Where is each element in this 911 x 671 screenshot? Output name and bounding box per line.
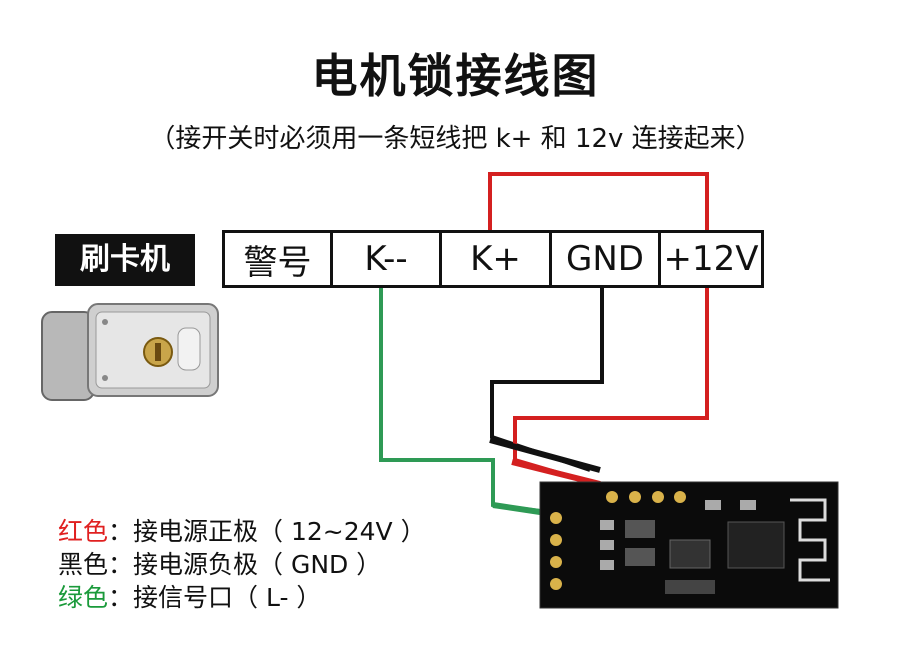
terminal-k-plus: K+ [442, 233, 552, 285]
legend-color-green: 绿色 [58, 583, 109, 612]
card-reader-label: 刷卡机 [55, 234, 195, 286]
legend-row-red: 红色：接电源正极（ 12~24V ） [58, 515, 426, 548]
legend-desc-black: 接电源负极（ GND ） [133, 550, 382, 579]
terminal-alarm: 警号 [225, 233, 333, 285]
legend-colon: ： [108, 517, 134, 546]
legend-color-red: 红色 [58, 517, 109, 546]
diagram-subtitle: （接开关时必须用一条短线把 k+ 和 12v 连接起来） [149, 124, 762, 154]
legend-desc-red: 接电源正极（ 12~24V ） [133, 517, 426, 546]
legend-colon: ： [108, 583, 134, 612]
green-signal-wire [379, 288, 549, 514]
terminal-k-minus: K-- [333, 233, 442, 285]
terminal-12v: +12V [663, 239, 759, 279]
legend-color-black: 黑色 [58, 550, 109, 579]
wire-color-legend: 红色：接电源正极（ 12~24V ） 黑色：接电源负极（ GND ） 绿色：接信… [58, 515, 426, 614]
terminal-block: 警号 K-- K+ GND +12V [222, 230, 764, 288]
diagram-title: 电机锁接线图 [311, 49, 600, 103]
legend-desc-green: 接信号口（ L- ） [133, 583, 322, 612]
legend-colon: ： [108, 550, 134, 579]
controller-module-board [539, 481, 839, 609]
electric-lock-image [41, 303, 219, 401]
legend-row-black: 黑色：接电源负极（ GND ） [58, 548, 426, 581]
legend-row-green: 绿色：接信号口（ L- ） [58, 581, 426, 614]
red-jumper-wire [488, 172, 709, 230]
terminal-gnd: GND [552, 233, 661, 285]
